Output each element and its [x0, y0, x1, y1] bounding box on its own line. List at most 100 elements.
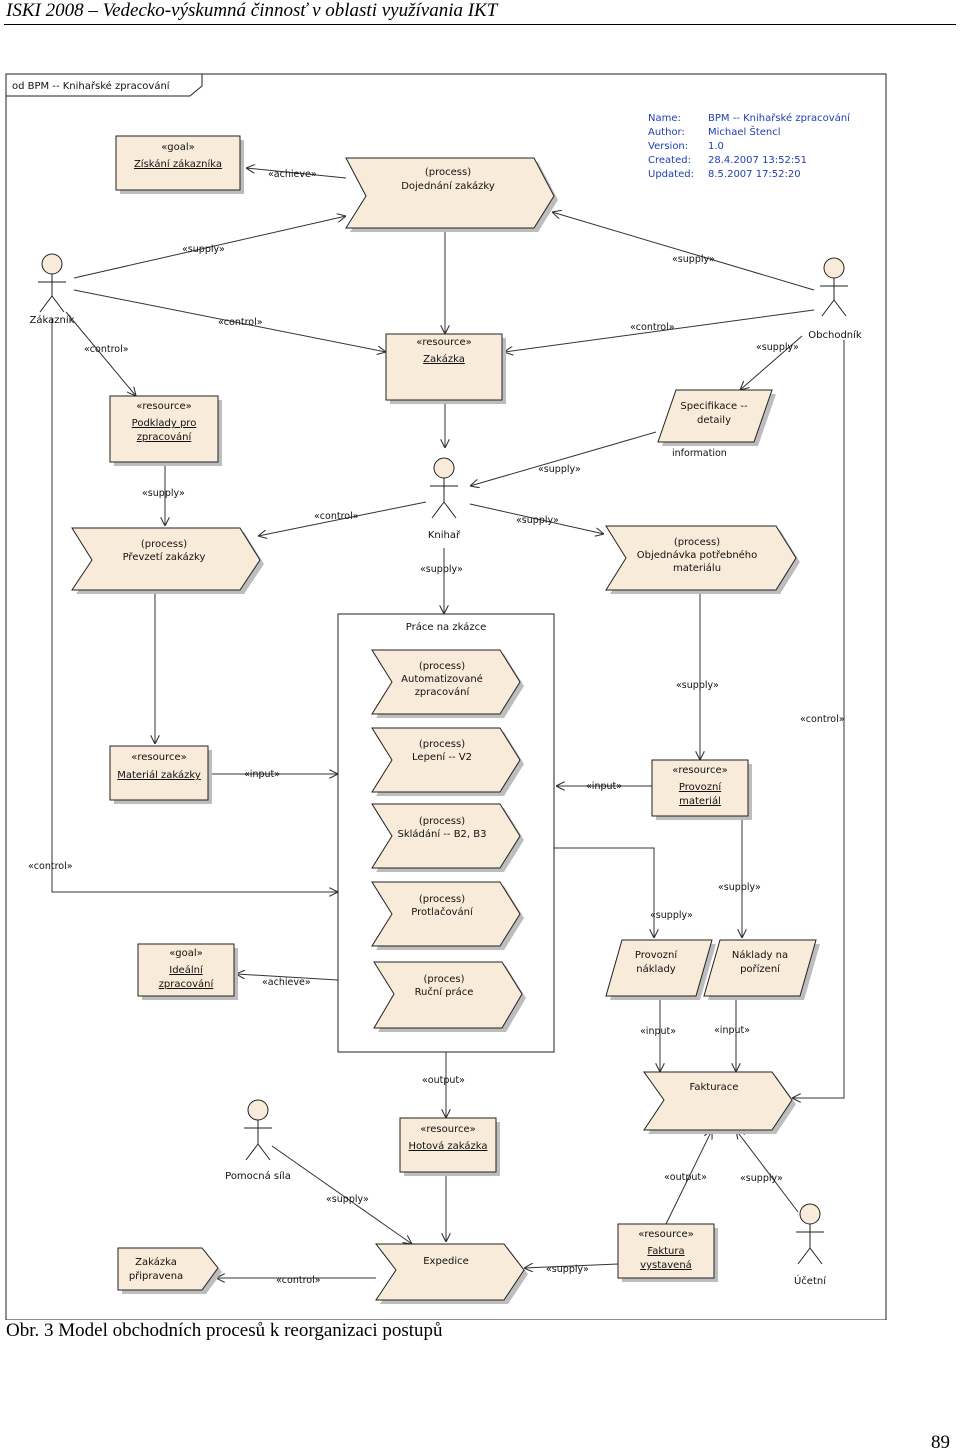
meta-updated-label: Updated:	[648, 169, 694, 180]
meta-created-label: Created:	[648, 155, 691, 166]
edge-label-output-2: «output»	[664, 1172, 707, 1183]
resource-label: Materiál zakázky	[117, 769, 201, 781]
resource-label: Hotová zakázka	[408, 1140, 487, 1152]
page-number: 89	[931, 1432, 950, 1453]
process-label: Dojednání zakázky	[401, 180, 495, 192]
edge-label-supply-6: «supply»	[516, 515, 559, 526]
edge-label-control-5: «control»	[800, 714, 845, 725]
process-rucni-prace: (proces) Ruční práce	[373, 961, 526, 1032]
edge-label-supply-12: «supply»	[326, 1194, 369, 1205]
edge-label-supply-10: «supply»	[650, 910, 693, 921]
goal-label-line2: zpracování	[159, 978, 215, 990]
group-title: Práce na zkázce	[406, 621, 486, 633]
process-objednavka-materialu: (process) Objednávka potřebného materiál…	[605, 525, 800, 594]
process-lepeni: (process) Lepení -- V2	[371, 727, 524, 796]
actor-obchodnik	[820, 257, 848, 317]
goal-stereotype: «goal»	[161, 142, 195, 153]
resource-stereotype: «resource»	[420, 1124, 476, 1135]
edge-supply-knihar-objednavka	[469, 503, 604, 534]
bpm-diagram: od BPM -- Knihařské zpracování Name: BPM…	[5, 73, 887, 1320]
frame-title: od BPM -- Knihařské zpracování	[12, 80, 171, 92]
meta-name-value: BPM -- Knihařské zpracování	[708, 112, 851, 124]
actor-knihar	[430, 457, 458, 519]
edge-label-control-4: «control»	[314, 511, 359, 522]
resource-label-line1: Faktura	[647, 1246, 684, 1257]
resource-label-line1: Provozní	[679, 781, 722, 793]
output-zakazka-pripravena: Zakázka připravena	[117, 1247, 222, 1294]
actor-label-ucetni: Účetní	[794, 1274, 827, 1287]
edge-label-supply-2: «supply»	[672, 254, 715, 265]
goal-label-line1: Ideální	[169, 964, 204, 976]
resource-podklady: «resource» Podklady pro zpracování	[109, 395, 222, 466]
process-label-line2: materiálu	[673, 562, 721, 574]
edge-label-control-3: «control»	[84, 344, 129, 355]
information-provozni-naklady: Provozní náklady	[605, 939, 716, 1000]
edge-label-supply-1: «supply»	[182, 244, 225, 255]
information-label-line2: detaily	[697, 415, 731, 426]
process-label-line1: Objednávka potřebného	[637, 549, 758, 561]
figure-caption: Obr. 3 Model obchodních procesů k reorga…	[6, 1320, 443, 1341]
edge-label-control-2: «control»	[630, 322, 675, 333]
resource-stereotype: «resource»	[136, 401, 192, 412]
resource-stereotype: «resource»	[638, 1229, 694, 1240]
edge-control-zakaznik-zakazka	[73, 289, 386, 352]
actor-ucetni	[796, 1203, 824, 1265]
edge-supply-obchodnik-spec	[740, 335, 803, 390]
edge-label-control-6: «control»	[28, 861, 73, 872]
goal-stereotype: «goal»	[169, 948, 203, 959]
resource-label-line2: zpracování	[137, 431, 193, 443]
process-stereotype: (process)	[419, 739, 465, 750]
diagram-metadata: Name: BPM -- Knihařské zpracování Author…	[648, 112, 851, 180]
goal-ziskani-zakaznika: «goal» Získání zákazníka	[115, 135, 244, 194]
actor-label-zakaznik: Zákazník	[30, 314, 75, 326]
information-naklady-na-porizeni: Náklady na pořízení	[703, 939, 820, 1000]
edge-labels: «achieve» «supply» «supply» «control» «c…	[28, 169, 845, 1286]
resource-label-line2: materiál	[679, 795, 721, 807]
edge-label-control-1: «control»	[218, 317, 263, 328]
meta-author-label: Author:	[648, 127, 685, 138]
frame-title-tab	[5, 73, 203, 97]
edge-achieve-goal	[246, 168, 347, 179]
process-dojednani-zakazky: (process) Dojednání zakázky	[345, 157, 558, 232]
actor-label-pomocna-sila: Pomocná síla	[225, 1170, 291, 1182]
process-label-line1: Automatizované	[401, 673, 483, 685]
information-label-line1: Náklady na	[732, 949, 788, 961]
edge-supply-zakaznik-dojednani	[73, 216, 346, 279]
edge-label-input-1: «input»	[244, 769, 280, 780]
meta-author-value: Michael Štencl	[708, 125, 781, 138]
resource-material-zakazky: «resource» Materiál zakázky	[109, 745, 212, 804]
process-stereotype: (process)	[425, 167, 471, 178]
edge-control-zakaznik-podklady	[65, 311, 136, 396]
process-stereotype: (process)	[674, 537, 720, 548]
edge-control-obchodnik-fakturace	[792, 340, 845, 1098]
meta-version-label: Version:	[648, 141, 688, 152]
resource-provozni-material: «resource» Provozní materiál	[651, 759, 752, 820]
information-label-line2: pořízení	[740, 963, 781, 975]
process-label: Protlačování	[411, 906, 474, 918]
process-expedice: Expedice	[374, 1243, 528, 1304]
process-protlacovani: (process) Protlačování	[371, 881, 524, 950]
process-label: Expedice	[423, 1256, 469, 1267]
edge-label-supply-9: «supply»	[718, 882, 761, 893]
edge-label-supply-3: «supply»	[756, 342, 799, 353]
edge-control-zakaznik-prace	[51, 318, 338, 892]
resource-label-line1: Podklady pro	[132, 418, 197, 429]
edge-label-supply-5: «supply»	[142, 488, 185, 499]
goal-idealni-zpracovani: «goal» Ideální zpracování	[137, 943, 238, 1000]
edge-label-supply-7: «supply»	[420, 564, 463, 575]
edge-label-input-2: «input»	[586, 781, 622, 792]
process-label: Ruční práce	[415, 986, 474, 998]
actor-label-obchodnik: Obchodník	[808, 329, 862, 341]
resource-faktura-vystavena: «resource» Faktura vystavená	[617, 1223, 718, 1282]
information-label-line1: Provozní	[635, 949, 678, 961]
process-automatizovane: (process) Automatizované zpracování	[371, 649, 524, 718]
edge-label-control-7: «control»	[276, 1275, 321, 1286]
edge-label-supply-4: «supply»	[538, 464, 581, 475]
meta-version-value: 1.0	[708, 141, 724, 152]
edge-supply-pomocna-expedice	[271, 1145, 412, 1244]
edge-label-achieve-1: «achieve»	[268, 169, 317, 180]
actor-zakaznik	[38, 253, 66, 313]
resource-label-line2: vystavená	[640, 1259, 692, 1271]
edge-label-supply-13: «supply»	[546, 1264, 589, 1275]
process-stereotype: (process)	[419, 816, 465, 827]
